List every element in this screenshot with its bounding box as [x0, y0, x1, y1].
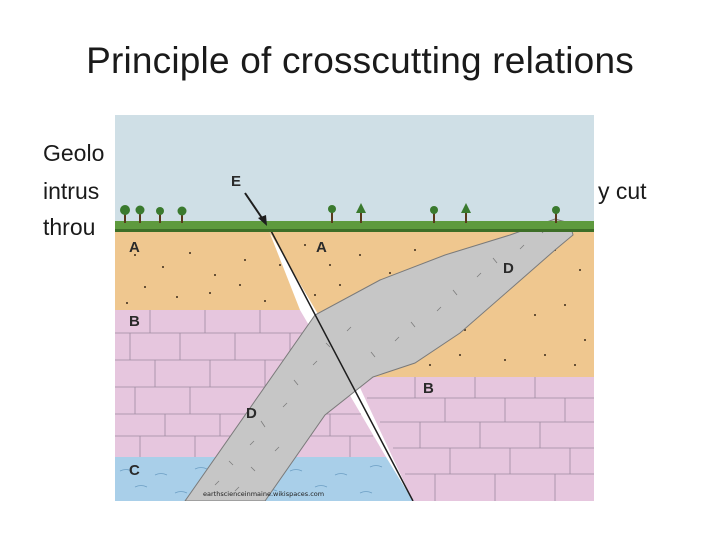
intrusion-dike-d [184, 218, 574, 501]
trees [120, 203, 560, 223]
ground-surface [115, 221, 594, 231]
fault-line-e [268, 226, 414, 501]
shale-bricks-right [367, 377, 594, 501]
fault-arrow-head [258, 215, 267, 226]
label-e: E [231, 173, 241, 190]
label-c: C [129, 462, 140, 479]
body-line-1-start: Geolo [43, 140, 105, 166]
label-a-right: A [316, 239, 327, 256]
body-line-3-start: throu [43, 214, 96, 240]
layer-a-left [115, 231, 300, 310]
label-b-right: B [423, 380, 434, 397]
image-credit: earthscienceinmaine.wikispaces.com [203, 490, 324, 498]
body-line-2-end: y cut [598, 178, 647, 204]
label-d-upper: D [503, 260, 514, 277]
layer-b-right [355, 377, 594, 501]
intrusion-texture [214, 227, 544, 492]
label-a-left: A [129, 239, 140, 256]
body-line-2-start: intrus [43, 178, 100, 204]
label-d-lower: D [246, 405, 257, 422]
crosscutting-diagram: E A A D B B D C earthscienceinmaine.wiki… [115, 115, 594, 501]
slide-title: Principle of crosscutting relations [86, 40, 634, 81]
sky [115, 115, 594, 235]
label-b-left: B [129, 313, 140, 330]
fault-arrow [244, 192, 265, 222]
